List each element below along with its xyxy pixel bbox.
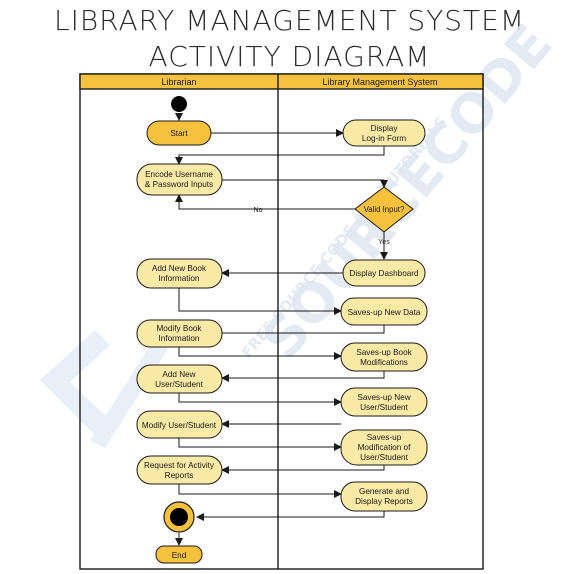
label-end: End — [172, 551, 187, 560]
edge-modifyuser-savesusermod — [178, 438, 342, 451]
action-display-login — [342, 119, 426, 147]
label-valid: Valid Input? — [364, 205, 405, 214]
swimlane-frame — [79, 73, 484, 570]
lane-header-librarian: Librarian — [161, 77, 196, 87]
action-saves-user — [340, 387, 428, 417]
edge-generate-final — [196, 511, 385, 521]
label-modify-user: Modify User/Student — [142, 421, 217, 430]
edge-encode-valid — [222, 179, 388, 188]
action-saves-data — [340, 297, 428, 326]
action-modify-book — [136, 319, 223, 348]
action-modify-user — [136, 410, 223, 439]
edge-login-encode — [175, 146, 385, 165]
edge-modifybook-savesmod — [178, 347, 342, 360]
lane-header-system: Library Management System — [322, 77, 437, 87]
action-encode — [136, 163, 223, 196]
decision-valid-input — [354, 186, 414, 233]
label-display-dashboard: Display Dashboard — [349, 269, 419, 278]
edge-adduser-savesuser — [178, 393, 342, 406]
edge-label-no: No — [254, 207, 263, 214]
edge-savesmod-adduser — [221, 371, 385, 382]
action-add-book — [136, 258, 223, 289]
edge-label-yes: Yes — [378, 239, 390, 246]
edge-addbook-saves — [178, 288, 342, 315]
diagram-title-line2: ACTIVITY DIAGRAM — [148, 40, 431, 73]
watermark-logo-icon — [40, 330, 175, 448]
action-generate-reports — [340, 481, 428, 512]
action-start — [146, 120, 212, 146]
flow-edges — [175, 113, 388, 546]
action-saves-book-mod — [340, 342, 428, 372]
action-end — [155, 545, 203, 564]
initial-node-icon — [171, 96, 187, 112]
action-display-dashboard — [342, 259, 426, 287]
label-start: Start — [170, 129, 188, 138]
label-encode: Encode Username& Password Inputs — [145, 170, 213, 189]
edge-valid-no — [175, 194, 355, 210]
label-saves-data: Saves-up New Data — [348, 308, 421, 317]
action-saves-user-mod — [340, 429, 428, 466]
diagram-title-line1: LIBRARY MANAGEMENT SYSTEM — [53, 4, 526, 37]
edge-request-generate — [178, 484, 342, 498]
edge-savesusermod-request — [221, 465, 385, 474]
action-add-user — [136, 364, 223, 394]
action-request-reports — [136, 455, 223, 485]
